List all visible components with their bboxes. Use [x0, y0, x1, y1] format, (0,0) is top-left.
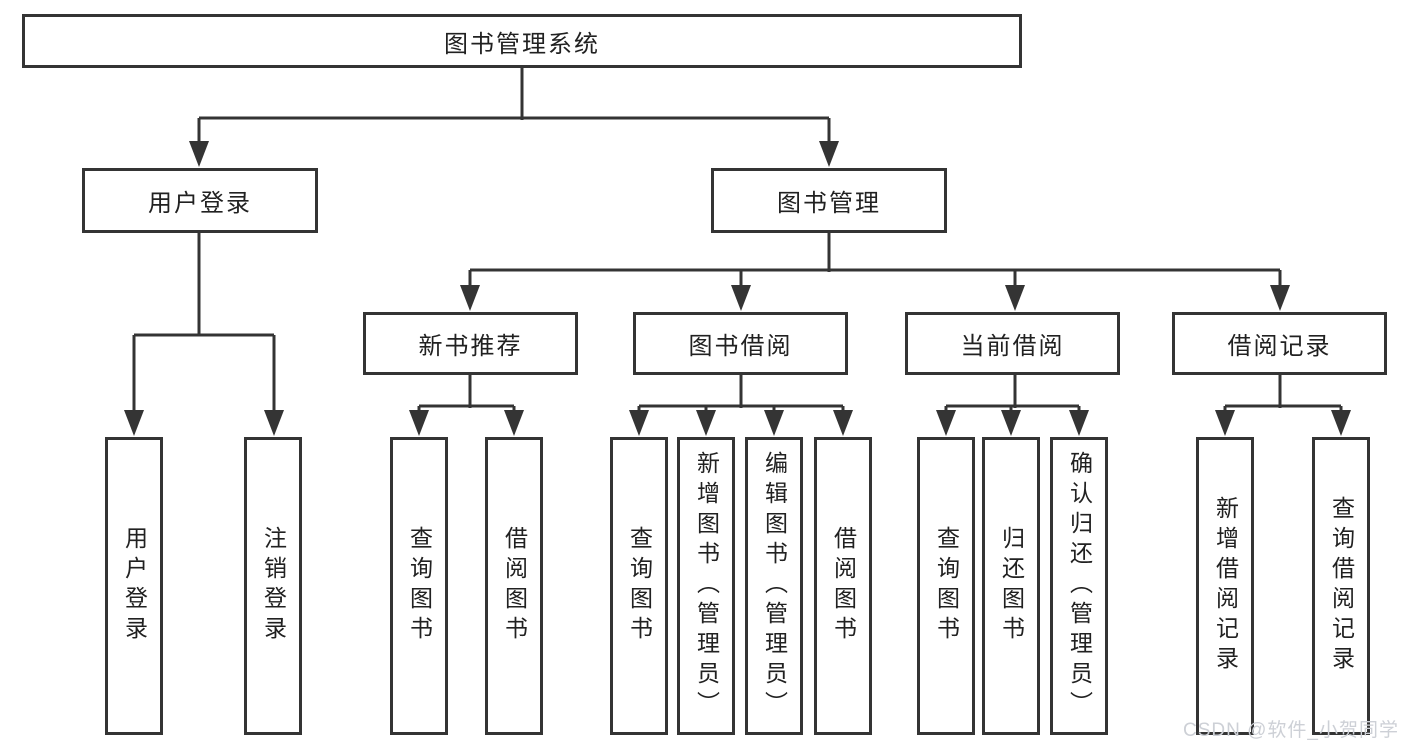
- node-book-borrow: 图书借阅: [633, 312, 848, 375]
- leaf-label: 查询借阅记录: [1328, 496, 1355, 676]
- leaf-add-books-admin: 新增图书（管理员）: [677, 437, 735, 735]
- connector-segments: [132, 68, 1343, 412]
- leaf-label: 查询图书: [933, 526, 960, 646]
- leaf-label: 查询图书: [406, 526, 433, 646]
- node-current-borrow: 当前借阅: [905, 312, 1120, 375]
- leaf-label: 借阅图书: [501, 526, 528, 646]
- leaf-label: 注销登录: [260, 526, 287, 646]
- leaf-borrow-books-recommend: 借阅图书: [485, 437, 543, 735]
- csdn-watermark: CSDN @软件_小贺同学: [1183, 720, 1399, 741]
- leaf-label: 查询图书: [626, 526, 653, 646]
- node-book-management: 图书管理: [711, 168, 947, 233]
- leaf-confirm-return-admin: 确认归还（管理员）: [1050, 437, 1108, 735]
- node-borrow-records: 借阅记录: [1172, 312, 1387, 375]
- leaf-label: 新增借阅记录: [1212, 496, 1239, 676]
- leaf-label: 借阅图书: [830, 526, 857, 646]
- node-user-login: 用户登录: [82, 168, 318, 233]
- leaf-query-books-borrow: 查询图书: [610, 437, 668, 735]
- arrowhead-down-icons: [124, 141, 1351, 436]
- leaf-label: 编辑图书（管理员）: [761, 451, 788, 721]
- node-root-title: 图书管理系统: [22, 14, 1022, 68]
- leaf-logout: 注销登录: [244, 437, 302, 735]
- leaf-borrow-books: 借阅图书: [814, 437, 872, 735]
- leaf-edit-books-admin: 编辑图书（管理员）: [745, 437, 803, 735]
- leaf-query-books-current: 查询图书: [917, 437, 975, 735]
- leaf-label: 用户登录: [121, 526, 148, 646]
- node-new-book-recommend: 新书推荐: [363, 312, 578, 375]
- leaf-label: 确认归还（管理员）: [1066, 451, 1093, 721]
- leaf-label: 新增图书（管理员）: [693, 451, 720, 721]
- leaf-label: 归还图书: [998, 526, 1025, 646]
- leaf-user-login: 用户登录: [105, 437, 163, 735]
- leaf-query-borrow-record: 查询借阅记录: [1312, 437, 1370, 735]
- leaf-return-books: 归还图书: [982, 437, 1040, 735]
- leaf-query-books-recommend: 查询图书: [390, 437, 448, 735]
- leaf-add-borrow-record: 新增借阅记录: [1196, 437, 1254, 735]
